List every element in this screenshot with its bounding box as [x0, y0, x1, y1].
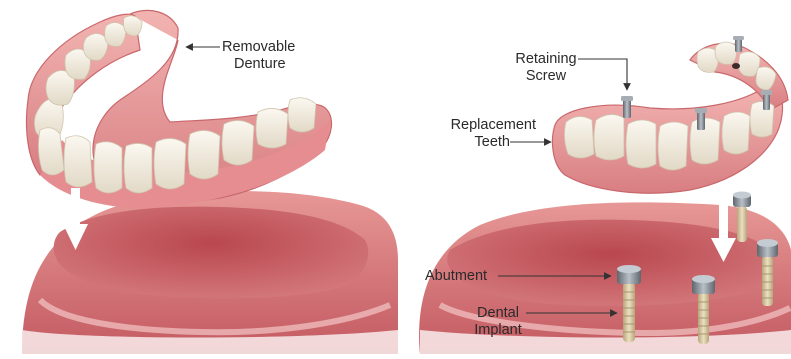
label-replacement-teeth: Replacement Teeth — [430, 117, 536, 151]
label-retaining-screw-line2: Screw — [514, 68, 578, 85]
label-replacement-teeth-line1: Replacement — [430, 117, 536, 134]
label-retaining-screw-line1: Retaining — [514, 51, 578, 68]
label-dental-implant-line2: Implant — [470, 322, 526, 339]
label-retaining-screw: Retaining Screw — [514, 51, 578, 85]
label-removable-denture-line1: Removable — [222, 39, 295, 56]
label-removable-denture-line2: Denture — [222, 56, 295, 73]
label-replacement-teeth-line2: Teeth — [430, 134, 536, 151]
label-abutment: Abutment — [425, 268, 487, 285]
label-removable-denture: Removable Denture — [222, 39, 295, 73]
label-dental-implant-line1: Dental — [470, 305, 526, 322]
leader-retaining-screw — [578, 59, 627, 90]
replacement-teeth-bridge — [552, 36, 788, 193]
label-abutment-line1: Abutment — [425, 268, 487, 285]
label-dental-implant: Dental Implant — [470, 305, 526, 339]
